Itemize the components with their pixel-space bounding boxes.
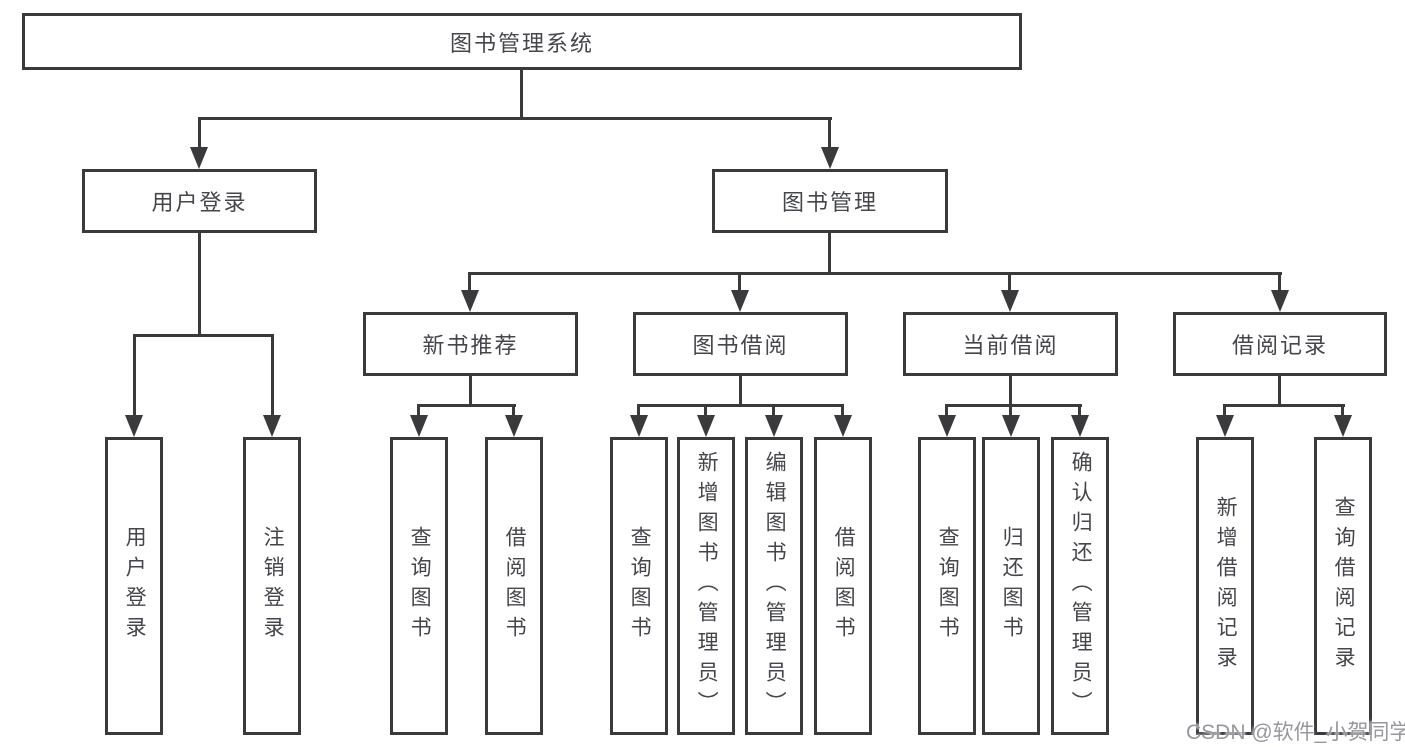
leaf-newbooks-query: 查询图书 [390, 437, 448, 735]
connector-drop-records-add [1223, 404, 1226, 417]
connector-book-mgmt-stem [828, 233, 831, 274]
leaf-borrow-query: 查询图书 [610, 437, 668, 735]
connector-current-borrow-hline [945, 404, 1082, 407]
connector-user-login-hline [133, 334, 274, 337]
connector-drop-current-confirm [1078, 404, 1081, 417]
connector-borrow-records-hline [1223, 404, 1345, 407]
arrowhead-book-borrow [731, 290, 749, 312]
arrowhead-current-borrow [1001, 290, 1019, 312]
leaf-records-query: 查询借阅记录 [1314, 437, 1372, 735]
watermark: CSDN @软件_小贺同学 [1186, 721, 1405, 744]
connector-drop-borrow-query [637, 404, 640, 417]
connector-drop-book-borrow [738, 272, 741, 293]
connector-new-books-hline [417, 404, 516, 407]
connector-drop-newbooks-borrow [512, 404, 515, 417]
connector-drop-current-borrow [1008, 272, 1011, 293]
arrowhead-logout-leaf [263, 415, 281, 437]
leaf-current-return-label: 归还图书 [1000, 526, 1024, 646]
arrowhead-login-leaf [125, 415, 143, 437]
arrowhead-book-mgmt [821, 147, 839, 169]
connector-drop-book-mgmt [828, 117, 831, 149]
arrowhead-borrow-add [697, 415, 715, 437]
arrowhead-new-books [461, 290, 479, 312]
arrowhead-newbooks-query [410, 415, 428, 437]
connector-book-borrow-stem [739, 376, 742, 407]
connector-borrow-records-stem [1278, 376, 1281, 407]
leaf-records-add-label: 新增借阅记录 [1214, 496, 1238, 676]
arrowhead-current-query [938, 415, 956, 437]
arrowhead-borrow-edit [765, 415, 783, 437]
connector-drop-login-leaf [133, 334, 136, 417]
leaf-borrow-edit-label: 编辑图书（管理员） [763, 451, 787, 721]
leaf-current-query: 查询图书 [918, 437, 976, 735]
node-book-mgmt: 图书管理 [712, 169, 948, 233]
arrowhead-borrow-query [630, 415, 648, 437]
arrowhead-newbooks-borrow [505, 415, 523, 437]
connector-user-login-stem [198, 233, 201, 336]
connector-drop-borrow-records [1278, 272, 1281, 293]
leaf-borrow-borrow-label: 借阅图书 [832, 526, 856, 646]
node-current-borrow: 当前借阅 [903, 312, 1118, 376]
leaf-newbooks-borrow-label: 借阅图书 [503, 526, 527, 646]
connector-drop-new-books [468, 272, 471, 293]
connector-drop-borrow-add [704, 404, 707, 417]
connector-root-stem [520, 70, 523, 118]
node-user-login: 用户登录 [82, 169, 317, 233]
leaf-borrow-add-label: 新增图书（管理员） [695, 451, 719, 721]
connector-drop-records-query [1341, 404, 1344, 417]
node-borrow-records: 借阅记录 [1173, 312, 1387, 376]
connector-drop-borrow-edit [772, 404, 775, 417]
leaf-logout: 注销登录 [243, 437, 301, 735]
arrowhead-records-query [1334, 415, 1352, 437]
connector-l3-hline [468, 272, 1282, 275]
leaf-current-return: 归还图书 [982, 437, 1040, 735]
connector-new-books-stem [469, 376, 472, 407]
node-book-borrow-label: 图书借阅 [692, 333, 789, 358]
leaf-borrow-borrow: 借阅图书 [814, 437, 872, 735]
leaf-current-confirm-label: 确认归还（管理员） [1069, 451, 1093, 721]
connector-drop-logout-leaf [271, 334, 274, 417]
node-book-mgmt-label: 图书管理 [781, 190, 878, 215]
arrowhead-current-confirm [1071, 415, 1089, 437]
connector-drop-user-login [198, 117, 201, 149]
node-current-borrow-label: 当前借阅 [962, 333, 1059, 358]
leaf-borrow-edit: 编辑图书（管理员） [745, 437, 803, 735]
connector-drop-newbooks-query [417, 404, 420, 417]
arrowhead-current-return [1002, 415, 1020, 437]
leaf-logout-label: 注销登录 [261, 526, 285, 646]
leaf-user-login-label: 用户登录 [123, 526, 147, 646]
leaf-newbooks-borrow: 借阅图书 [485, 437, 543, 735]
arrowhead-borrow-borrow [834, 415, 852, 437]
connector-current-borrow-stem [1009, 376, 1012, 407]
leaf-borrow-add: 新增图书（管理员） [677, 437, 735, 735]
connector-book-borrow-hline [637, 404, 844, 407]
node-new-books-label: 新书推荐 [422, 333, 519, 358]
connector-drop-current-query [945, 404, 948, 417]
arrowhead-borrow-records [1271, 290, 1289, 312]
leaf-current-query-label: 查询图书 [936, 526, 960, 646]
node-borrow-records-label: 借阅记录 [1231, 333, 1328, 358]
leaf-user-login: 用户登录 [105, 437, 163, 735]
node-new-books: 新书推荐 [363, 312, 578, 376]
leaf-current-confirm: 确认归还（管理员） [1051, 437, 1109, 735]
node-root-label: 图书管理系统 [449, 30, 594, 56]
node-user-login-label: 用户登录 [151, 190, 248, 215]
node-book-borrow: 图书借阅 [633, 312, 848, 376]
connector-drop-borrow-borrow [841, 404, 844, 417]
leaf-records-query-label: 查询借阅记录 [1332, 496, 1356, 676]
arrowhead-records-add [1216, 415, 1234, 437]
arrowhead-user-login [190, 147, 208, 169]
leaf-borrow-query-label: 查询图书 [628, 526, 652, 646]
leaf-newbooks-query-label: 查询图书 [408, 526, 432, 646]
leaf-records-add: 新增借阅记录 [1196, 437, 1254, 735]
connector-l1-hline [198, 117, 832, 120]
node-root: 图书管理系统 [22, 13, 1022, 70]
connector-drop-current-return [1009, 404, 1012, 417]
